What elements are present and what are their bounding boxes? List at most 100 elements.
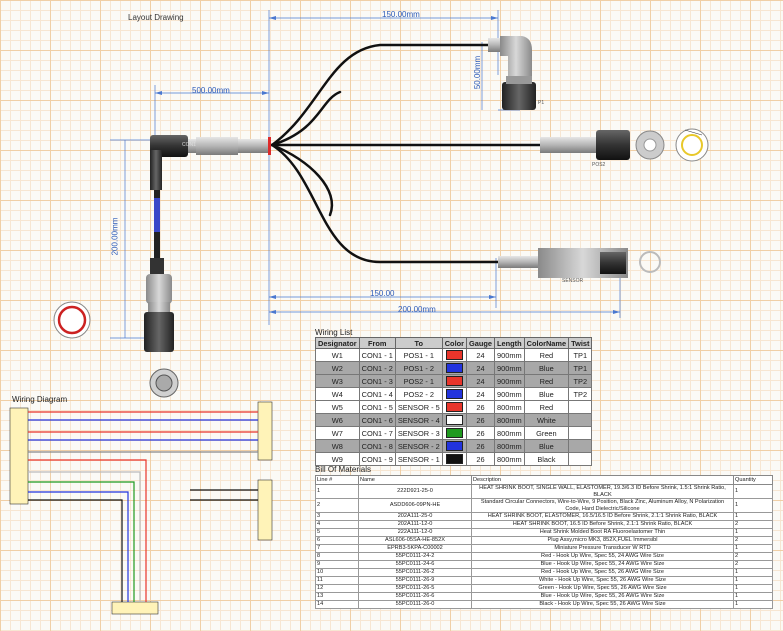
wiring-cell-from: CON1 - 1 [358,348,396,362]
wiring-cell-twist: TP1 [568,361,593,375]
color-swatch [445,389,463,400]
dim-bottom-inner: 150.00 [370,289,395,298]
wiring-cell-color [441,400,468,414]
bom-cell-description: HEAT SHRINK BOOT, ELASTOMER, 16.5/16.5 I… [471,512,734,521]
wiring-cell-from: CON1 - 6 [358,413,396,427]
wiring-cell-to: SENSOR - 5 [394,400,443,414]
bom-cell-line: 12 [315,584,359,593]
wiring-cell-gauge: 26 [466,400,496,414]
wiring-cell-length: 800mm [494,439,525,453]
bom-cell-name: 55PC0111-26-5 [358,584,472,593]
bom-cell-description: Plug Assy,micro MK3, 852X,FUEL Immersibl [471,536,734,545]
wiring-cell-twist: TP1 [568,348,593,362]
wiring-cell-color-name: Red [523,374,570,388]
bom-cell-line: 8 [315,552,359,561]
wiring-cell-twist: TP2 [568,387,593,401]
wiring-cell-length: 800mm [494,400,525,414]
pos2-connector [540,130,665,160]
wiring-cell-color [441,387,468,401]
label-con1: CON1 [182,142,196,148]
wiring-cell-to: SENSOR - 1 [394,452,443,466]
wiring-col-length: Length [494,337,525,349]
bom-cell-line: 11 [315,576,359,585]
bom-cell-name: 202A111-25-0 [358,512,472,521]
bom-col-name: Name [358,475,472,485]
color-swatch [445,428,463,439]
wiring-cell-color-name: Black [523,452,570,466]
label-sensor: SENSOR [562,278,584,284]
dimension-lines [110,10,621,339]
bom-cell-line: 7 [315,544,359,553]
bom-cell-description: Green - Hook Up Wire, Spec 55, 26 AWG Wi… [471,584,734,593]
bom-cell-description: White - Hook Up Wire, Spec 55, 26 AWG Wi… [471,576,734,585]
wiring-cell-color [441,374,468,388]
wiring-cell-gauge: 24 [466,348,496,362]
dimension-arrows [155,16,620,314]
label-p1: P1 [538,100,545,106]
wiring-cell-from: CON1 - 3 [358,374,396,388]
bom-cell-line: 2 [315,498,359,513]
bom-cell-description: HEAT SHRINK BOOT, 16.5 ID Before Shrink,… [471,520,734,529]
wiring-cell-to: POS1 - 1 [394,348,443,362]
wiring-cell-twist [568,400,593,414]
label-pos2: POS2 [592,162,606,168]
color-swatch [445,363,463,374]
wiring-cell-gauge: 26 [466,426,496,440]
bom-cell-description: HEAT SHRINK BOOT, SINGLE WALL, ELASTOMER… [471,484,734,499]
wiring-cell-color-name: Blue [523,387,570,401]
bom-cell-qty: 1 [733,584,773,593]
wiring-cell-to: SENSOR - 3 [394,426,443,440]
bom-cell-qty: 1 [733,568,773,577]
wiring-cell-color-name: Blue [523,361,570,375]
wiring-cell-from: CON1 - 2 [358,361,396,375]
bom-cell-description: Blue - Hook Up Wire, Spec 55, 24 AWG Wir… [471,560,734,569]
wiring-cell-designator: W2 [315,361,360,375]
wiring-cell-color [441,413,468,427]
wiring-cell-to: POS2 - 1 [394,374,443,388]
bom-cell-description: Standard Circular Connectors, Wire-to-Wi… [471,498,734,513]
wiring-cell-from: CON1 - 4 [358,387,396,401]
bom-cell-name: 222A111-12-0 [358,528,472,537]
bom-cell-qty: 2 [733,552,773,561]
bom-cell-qty: 1 [733,544,773,553]
bom-cell-name: ASDD606-09PN-HE [358,498,472,513]
color-swatch [445,441,463,452]
bom-cell-line: 3 [315,512,359,521]
color-swatch [445,376,463,387]
wiring-cell-color [441,361,468,375]
wiring-cell-designator: W5 [315,400,360,414]
bom-title: Bill Of Materials [315,465,372,474]
bom-cell-line: 4 [315,520,359,529]
wiring-cell-designator: W3 [315,374,360,388]
bom-cell-name: 55PC0111-26-0 [358,600,472,609]
color-swatch [445,402,463,413]
sensor-assembly [498,248,661,278]
bom-cell-line: 14 [315,600,359,609]
color-swatch [445,415,463,426]
wiring-cell-color [441,439,468,453]
bom-cell-description: Miniature Pressure Transducer W RTD [471,544,734,553]
pos1-connector [488,36,536,110]
dim-vertical-left: 200.00mm [110,217,120,256]
wiring-cell-gauge: 26 [466,439,496,453]
wiring-diagram [9,401,273,615]
wiring-list-title: Wiring List [315,328,353,337]
bom-cell-line: 1 [315,484,359,499]
wiring-cell-color [441,426,468,440]
